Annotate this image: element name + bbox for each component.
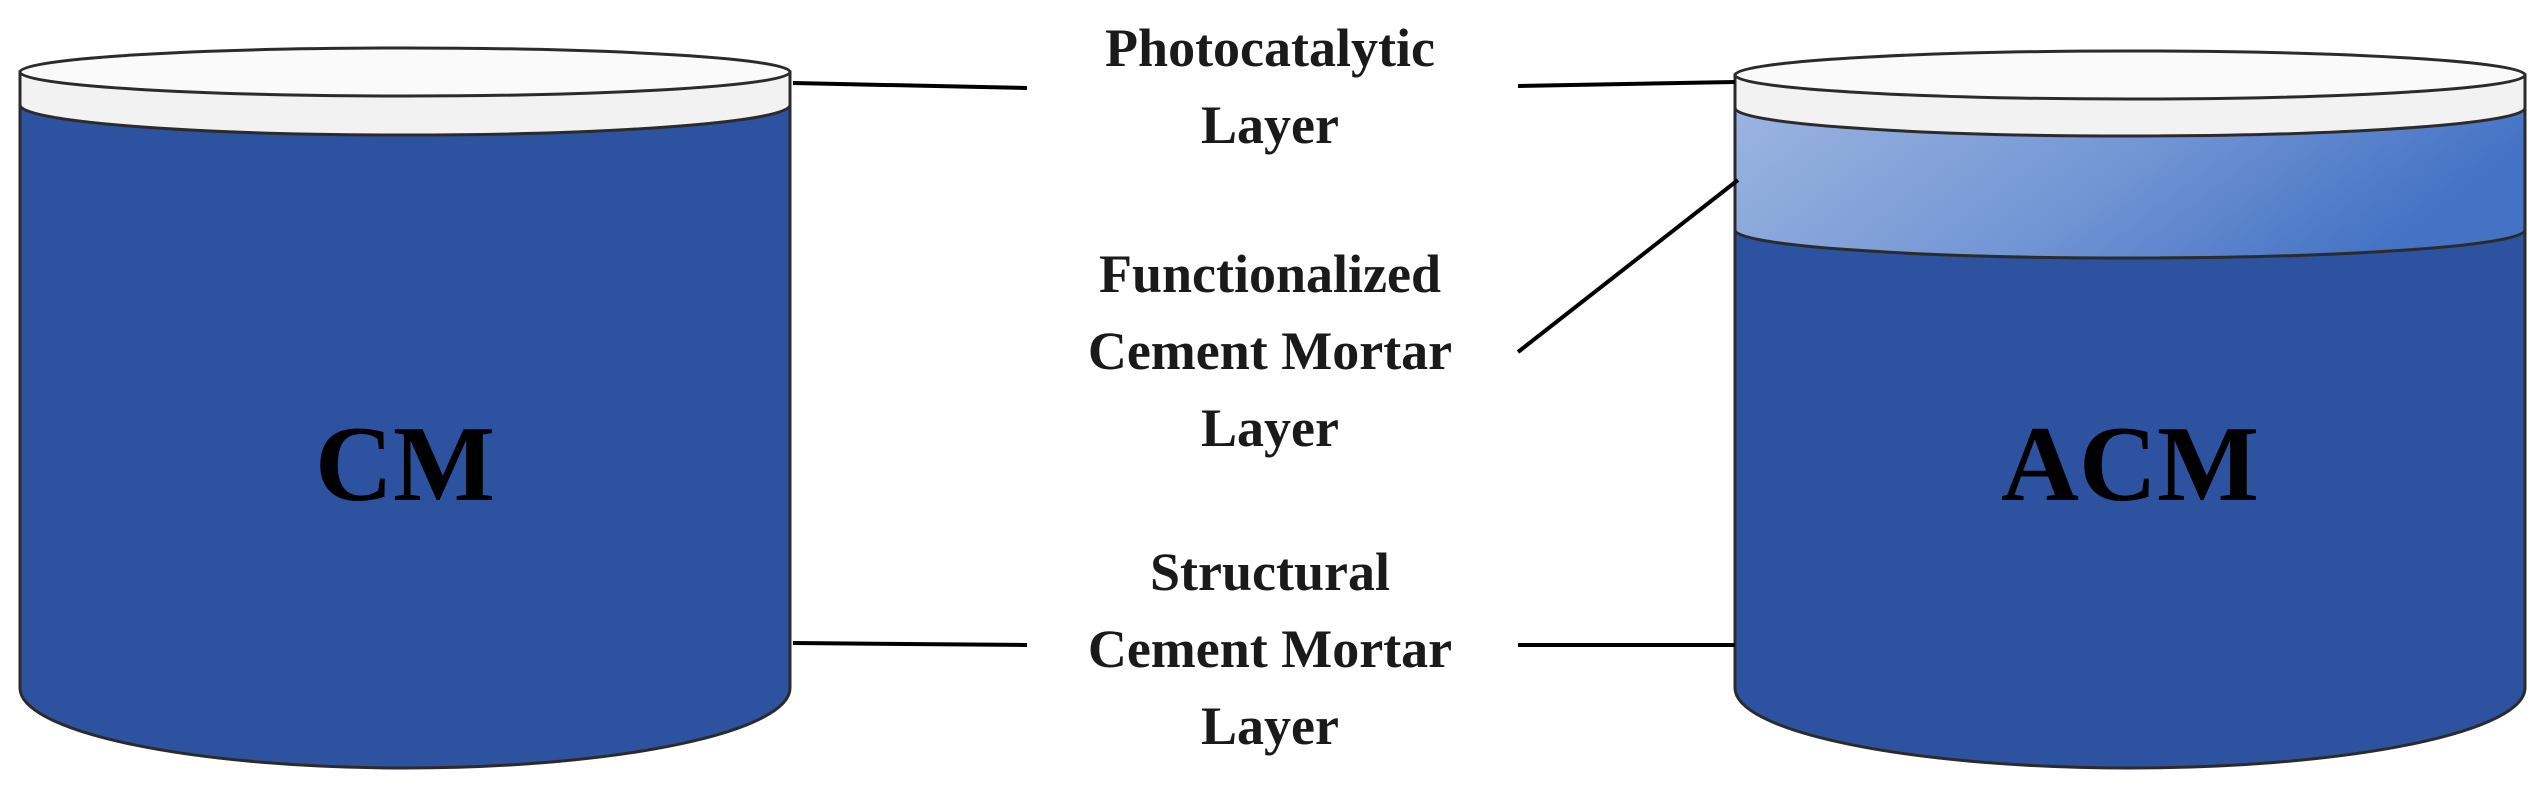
callout-functionalized-line-1: Functionalized	[1099, 244, 1441, 304]
leader-structural-left	[792, 641, 1028, 647]
acm-cylinder: ACM	[1733, 49, 2527, 770]
callout-functionalized: Functionalized Cement Mortar Layer	[1088, 244, 1452, 458]
cm-label: CM	[315, 405, 495, 524]
acm-label: ACM	[2001, 405, 2259, 524]
cm-structural-layer	[18, 103, 792, 770]
leader-photocatalytic-right	[1517, 80, 1736, 88]
leader-photocatalytic-left	[792, 81, 1028, 90]
callout-functionalized-line-2: Cement Mortar	[1088, 321, 1452, 381]
callout-structural-line-2: Cement Mortar	[1088, 619, 1452, 679]
callout-structural-line-1: Structural	[1150, 542, 1390, 602]
callout-functionalized-line-3: Layer	[1201, 398, 1339, 458]
callout-photocatalytic-line-1: Photocatalytic	[1105, 18, 1435, 78]
acm-top-surface	[1733, 49, 2527, 101]
cm-top-surface	[18, 46, 792, 98]
leader-functionalized	[1516, 178, 1740, 354]
acm-structural-layer	[1733, 228, 2527, 770]
callout-photocatalytic-line-2: Layer	[1201, 95, 1339, 155]
callout-structural-line-3: Layer	[1201, 696, 1339, 756]
callout-structural: Structural Cement Mortar Layer	[1088, 542, 1452, 756]
acm-functionalized-layer	[1733, 106, 2527, 260]
callout-photocatalytic: Photocatalytic Layer	[1105, 18, 1435, 155]
cm-cylinder: CM	[18, 46, 792, 770]
